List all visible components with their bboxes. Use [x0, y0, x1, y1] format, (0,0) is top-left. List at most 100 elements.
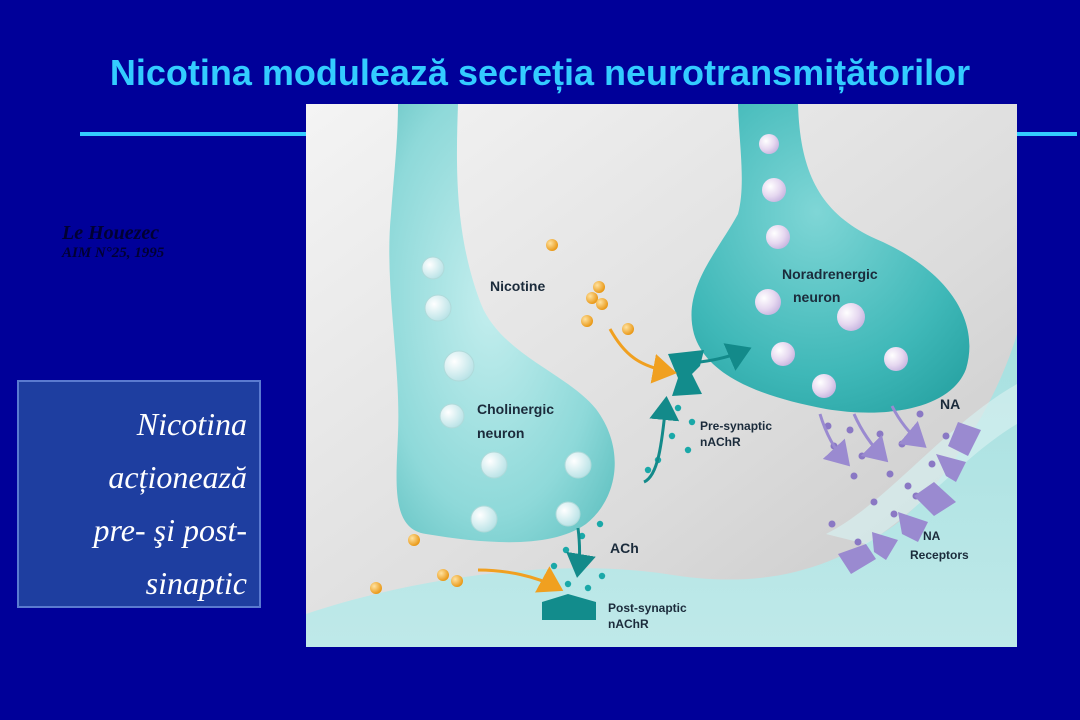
vesicle	[555, 501, 581, 527]
label-noradrenergic-line1: Noradrenergic	[782, 266, 878, 282]
nicotine-presynaptic-arrow	[608, 328, 677, 384]
vesicle	[759, 134, 779, 154]
nicotine-molecule	[581, 315, 593, 327]
na-molecule	[898, 440, 906, 448]
ach-molecule	[596, 520, 604, 528]
ach-molecule	[684, 446, 692, 454]
na-molecule	[846, 426, 854, 434]
label-presynaptic-line2: nAChR	[700, 435, 741, 449]
na-molecule	[942, 432, 950, 440]
na-release-arrow	[890, 405, 927, 448]
citation-author: Le Houezec	[62, 222, 160, 244]
na-molecule	[876, 430, 884, 438]
ach-molecule	[598, 572, 606, 580]
nicotine-molecule	[408, 534, 420, 546]
ach-molecule	[674, 404, 682, 412]
nicotine-molecule	[370, 582, 382, 594]
na-molecule	[850, 472, 858, 480]
label-na: NA	[940, 396, 960, 412]
nicotine-molecule	[586, 292, 598, 304]
label-cholinergic-line1: Cholinergic	[477, 401, 554, 417]
ach-molecule	[550, 562, 558, 570]
presynaptic-nachr-receptor	[668, 350, 704, 396]
vesicle	[812, 374, 836, 398]
slide-title: Nicotina modulează secreția neurotransmi…	[109, 52, 971, 93]
title-underline-left	[80, 132, 308, 136]
label-nicotine: Nicotine	[490, 278, 545, 294]
nicotine-molecule	[451, 575, 463, 587]
postsynaptic-nachr-receptor	[542, 594, 596, 620]
na-molecule	[870, 498, 878, 506]
noradrenergic-neuron	[691, 104, 970, 413]
vesicle	[443, 350, 475, 382]
na-molecule	[890, 510, 898, 518]
ach-molecule	[584, 556, 592, 564]
ach-vesicles	[421, 256, 592, 533]
vesicle	[564, 451, 592, 479]
na-release-arrow	[852, 413, 889, 463]
cholinergic-neuron	[389, 104, 615, 543]
ach-molecule	[668, 432, 676, 440]
vesicle	[771, 342, 795, 366]
citation: Le Houezec AIM N°25, 1995	[62, 222, 164, 262]
label-postsynaptic-line1: Post-synaptic	[608, 601, 687, 615]
na-molecule	[828, 520, 836, 528]
na-receptor	[914, 482, 956, 516]
label-presynaptic-line1: Pre-synaptic	[700, 419, 772, 433]
callout-line: pre- şi post-	[93, 512, 247, 548]
na-release-arrow	[818, 413, 851, 467]
callout-line: Nicotina	[136, 406, 247, 442]
nicotine-molecule	[622, 323, 634, 335]
ach-molecule	[562, 546, 570, 554]
vesicle	[837, 303, 865, 331]
na-molecule	[858, 452, 866, 460]
na-receptor	[872, 532, 898, 560]
na-molecule	[916, 410, 924, 418]
label-cholinergic-line2: neuron	[477, 425, 524, 441]
ach-molecule	[584, 584, 592, 592]
na-molecule	[854, 538, 862, 546]
na-receptor	[936, 454, 966, 482]
vesicle	[421, 256, 445, 280]
postsynaptic-membrane	[306, 334, 1017, 647]
label-na-receptors-line2: Receptors	[910, 548, 969, 562]
vesicle	[755, 289, 781, 315]
citation-source: AIM N°25, 1995	[62, 245, 165, 261]
label-na-receptors-line1: NA	[923, 529, 941, 543]
title-underline-right	[1015, 132, 1077, 136]
na-receptor	[948, 422, 981, 456]
na-receptor	[898, 512, 928, 542]
presynaptic-activation-arrow	[699, 343, 752, 371]
na-receptor	[838, 544, 876, 574]
na-vesicles	[755, 134, 908, 398]
label-noradrenergic-line2: neuron	[793, 289, 840, 305]
vesicle	[424, 294, 452, 322]
ach-molecule	[564, 580, 572, 588]
na-molecule	[904, 482, 912, 490]
vesicle	[470, 505, 498, 533]
synapse-diagram-svg: Nicotine Noradrenergic neuron Cholinergi…	[306, 104, 1017, 647]
vesicle	[766, 225, 790, 249]
vesicle	[480, 451, 508, 479]
ach-release-arrow	[566, 527, 596, 578]
nicotine-molecules	[370, 239, 634, 594]
nicotine-molecule	[593, 281, 605, 293]
na-molecule	[928, 460, 936, 468]
callout-box: Nicotina acționează pre- şi post- sinapt…	[17, 380, 261, 608]
ach-molecule	[688, 418, 696, 426]
vesicle	[439, 403, 465, 429]
ach-feedback-arrow	[643, 396, 680, 484]
nicotine-molecule	[437, 569, 449, 581]
vesicle	[884, 347, 908, 371]
callout-line: acționează	[108, 459, 247, 495]
na-receptors	[838, 422, 981, 574]
label-postsynaptic-line2: nAChR	[608, 617, 649, 631]
label-ach: ACh	[610, 540, 639, 556]
callout-line: sinaptic	[145, 565, 247, 601]
na-molecule	[886, 470, 894, 478]
nicotine-molecule	[546, 239, 558, 251]
ach-molecule	[644, 466, 652, 474]
synapse-diagram: Nicotine Noradrenergic neuron Cholinergi…	[306, 104, 1017, 647]
vesicle	[762, 178, 786, 202]
nicotine-postsynaptic-arrow	[477, 566, 564, 593]
